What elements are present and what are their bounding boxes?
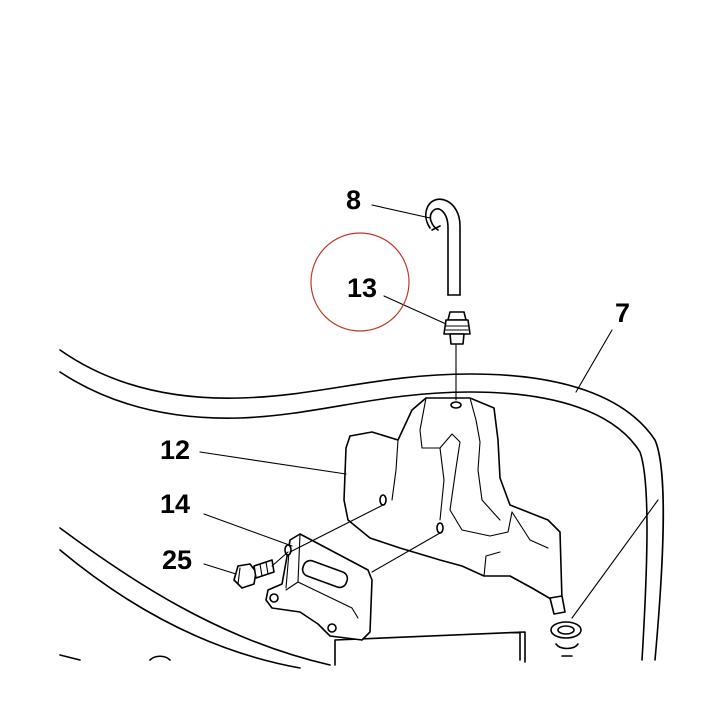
callout-13: 13 (347, 273, 377, 303)
mounting-bracket (265, 533, 373, 641)
tray-outline (59, 349, 665, 669)
callout-25: 25 (162, 545, 192, 575)
overflow-hose (425, 198, 461, 296)
mounting-bolt (233, 559, 275, 589)
highlight-circle (310, 232, 410, 332)
leader-lines (199, 204, 659, 619)
reservoir-tank (343, 397, 566, 615)
callout-7: 7 (615, 298, 630, 328)
callout-14: 14 (160, 489, 190, 519)
hose-clip (550, 621, 582, 657)
callout-8: 8 (346, 185, 361, 215)
alignment-lines (271, 344, 457, 573)
callout-12: 12 (160, 435, 190, 465)
hose-fitting (443, 311, 471, 345)
